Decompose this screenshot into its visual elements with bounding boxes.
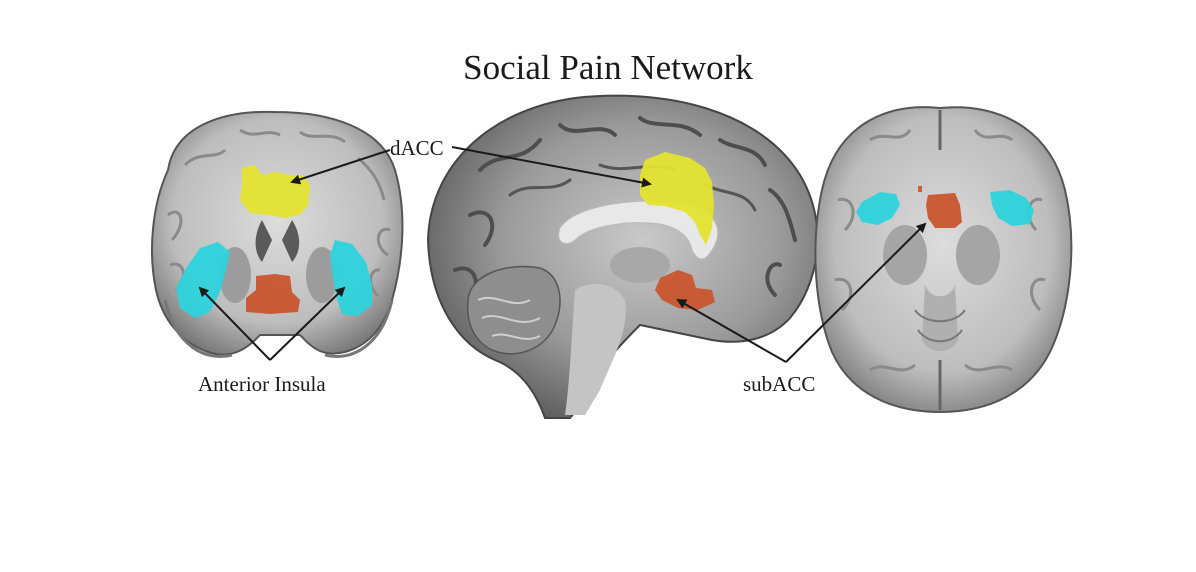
coronal-brain-image	[152, 112, 402, 357]
subacc-label: subACC	[743, 372, 815, 397]
axial-subacc-region	[926, 193, 962, 228]
anterior-insula-label: Anterior Insula	[198, 372, 326, 397]
axial-brain-image	[815, 107, 1071, 412]
dacc-label: dACC	[390, 136, 444, 161]
sagittal-brain-image	[428, 96, 818, 418]
